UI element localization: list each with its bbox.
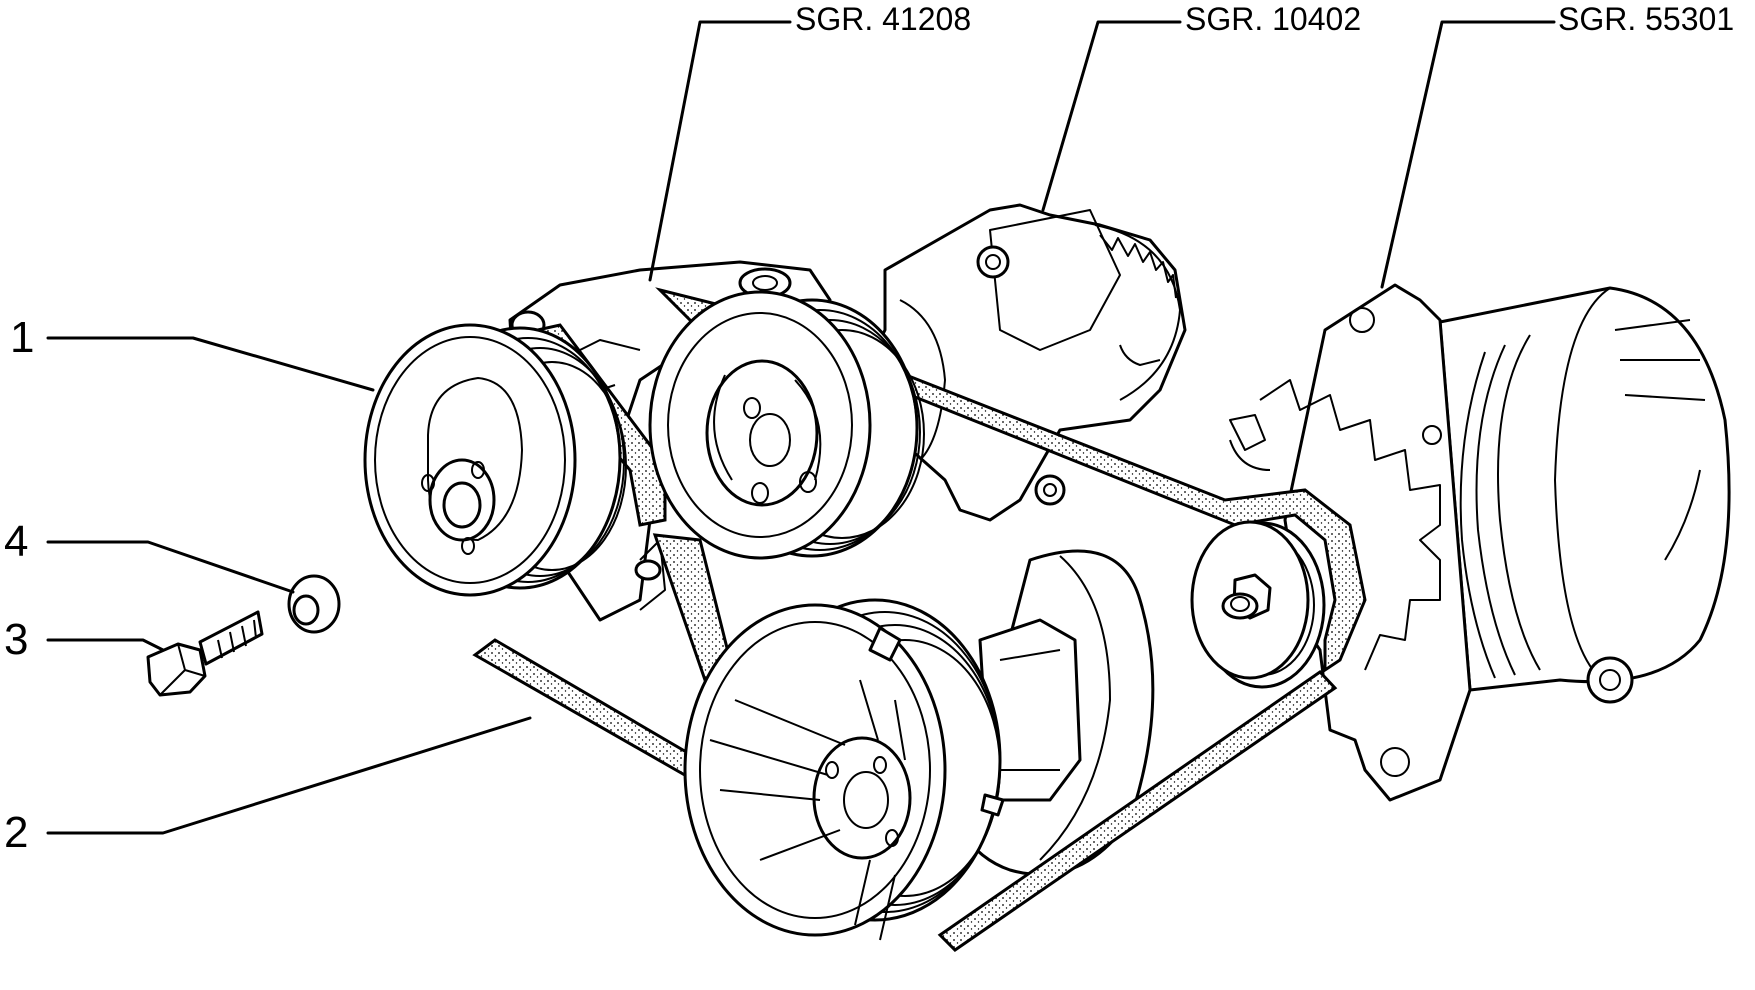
leader-item-2 <box>46 716 532 835</box>
callout-item-3: 3 <box>4 615 28 664</box>
callout-item-1: 1 <box>10 313 34 362</box>
callout-item-4: 4 <box>4 517 28 566</box>
bolt-item-3 <box>146 610 264 697</box>
washer-item-4 <box>287 574 341 634</box>
crankshaft-damper <box>958 549 1155 876</box>
crankshaft-pulley <box>683 598 1005 941</box>
leader-item-1 <box>46 336 375 392</box>
leader-sgr-41208 <box>648 20 792 282</box>
leader-item-3 <box>46 638 165 652</box>
tensioner-pulley <box>1190 520 1326 689</box>
pump-pulley <box>648 290 925 560</box>
leader-sgr-55301 <box>1380 20 1556 289</box>
group-ref-10402: SGR. 10402 <box>1185 1 1361 37</box>
water-pump-housing <box>868 203 1187 522</box>
leader-sgr-10402 <box>1041 20 1182 212</box>
callout-item-2: 2 <box>4 808 28 857</box>
leader-item-4 <box>46 540 295 594</box>
alternator <box>1229 283 1731 802</box>
leader-lines <box>46 20 1556 835</box>
pulley-item-1 <box>363 323 627 597</box>
group-ref-55301: SGR. 55301 <box>1558 1 1734 37</box>
group-ref-41208: SGR. 41208 <box>795 1 971 37</box>
